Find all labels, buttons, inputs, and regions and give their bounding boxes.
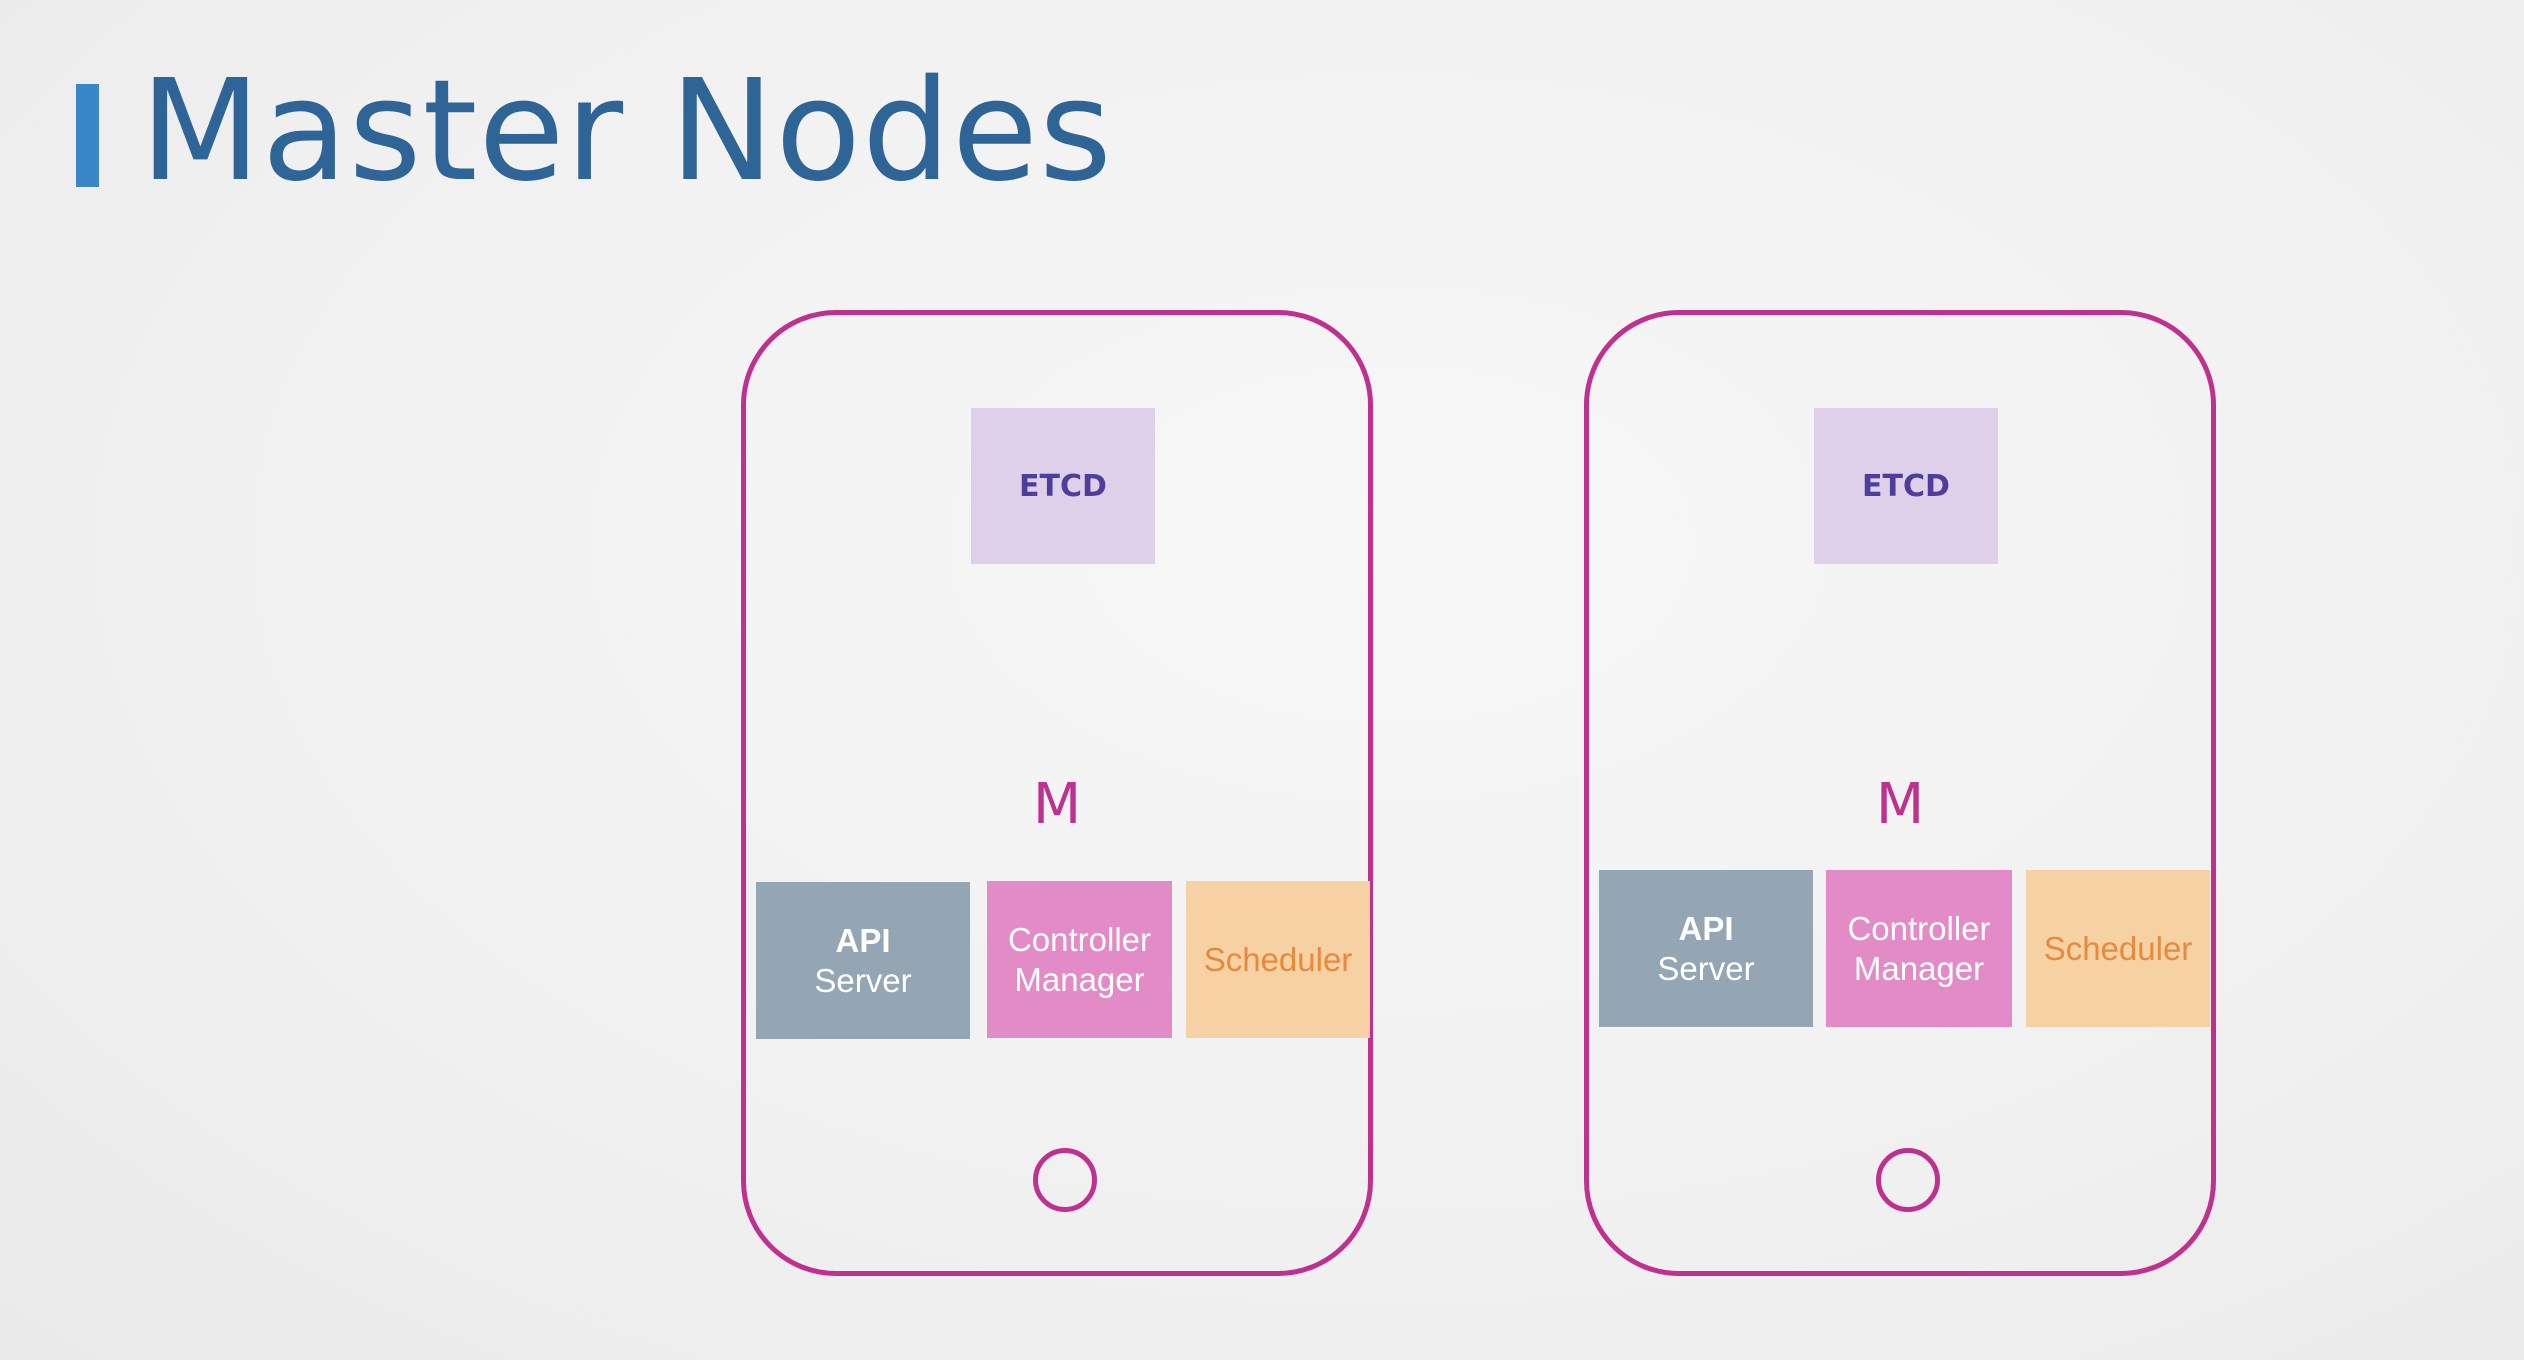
home-button-icon [1876, 1148, 1940, 1212]
master-node-1: ETCD M API Server Controller Manager Sch… [741, 310, 1373, 1276]
controller-manager-box: Controller Manager [1826, 870, 2012, 1027]
title-accent-bar [76, 84, 99, 187]
home-button-icon [1033, 1148, 1097, 1212]
controller-manager-line1: Controller [1847, 909, 1991, 947]
scheduler-label: Scheduler [2043, 929, 2193, 967]
master-label: M [1032, 772, 1082, 837]
api-server-box: API Server [1599, 870, 1813, 1027]
api-server-line2: Server [1657, 949, 1755, 987]
controller-manager-line2: Manager [1014, 960, 1145, 998]
page-title: Master Nodes [140, 50, 1113, 213]
api-server-line1: API [835, 921, 891, 959]
api-server-box: API Server [756, 882, 970, 1039]
master-label: M [1875, 772, 1925, 837]
etcd-box: ETCD [971, 408, 1155, 564]
controller-manager-line1: Controller [1007, 920, 1152, 958]
api-server-line2: Server [814, 961, 912, 999]
scheduler-box: Scheduler [1186, 881, 1370, 1038]
scheduler-label: Scheduler [1203, 940, 1353, 978]
controller-manager-line2: Manager [1853, 949, 1985, 987]
scheduler-box: Scheduler [2026, 870, 2210, 1027]
api-server-line1: API [1678, 909, 1734, 947]
controller-manager-box: Controller Manager [987, 881, 1172, 1038]
etcd-box: ETCD [1814, 408, 1998, 564]
master-node-2: ETCD M API Server Controller Manager Sch… [1584, 310, 2216, 1276]
